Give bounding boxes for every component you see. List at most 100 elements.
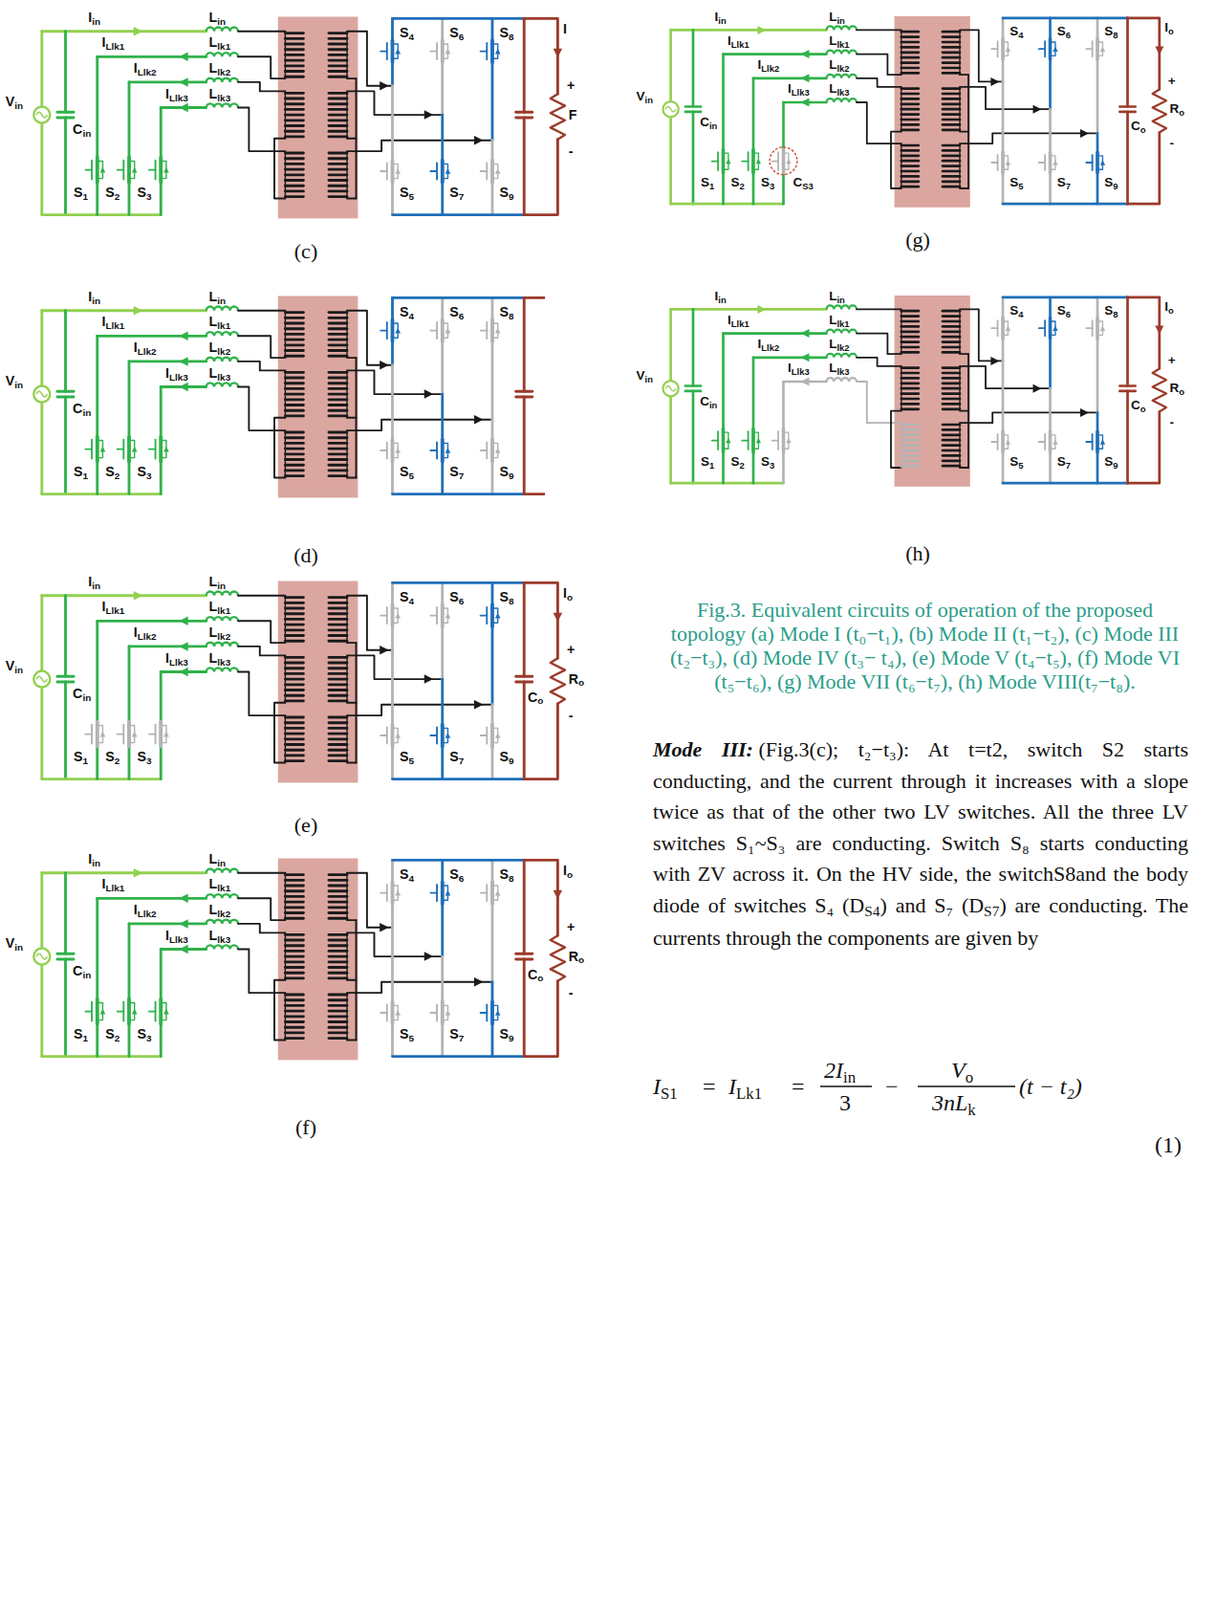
symbol-subscript: in	[709, 120, 717, 131]
winding-turn	[284, 900, 304, 904]
winding-turn	[942, 164, 960, 168]
symbol-subscript: in	[82, 692, 91, 703]
secondary-wire	[347, 978, 357, 981]
component-label: S2	[105, 749, 120, 765]
winding-turn	[901, 45, 919, 49]
winding-turn	[284, 1009, 304, 1013]
current-arrow	[178, 667, 189, 677]
primary-wire	[238, 335, 285, 358]
winding-turn	[901, 443, 919, 447]
symbol-subscript: in	[836, 294, 845, 305]
winding-turn	[328, 884, 348, 888]
winding-turn	[328, 403, 348, 407]
capacitor-plate	[516, 680, 533, 684]
winding-turn	[328, 53, 348, 57]
mosfet-symbol	[380, 319, 401, 342]
winding-turn	[328, 916, 348, 920]
winding-turn	[328, 694, 348, 697]
leakage-branch	[129, 80, 207, 84]
winding-turn	[284, 47, 304, 51]
winding-turn	[284, 716, 304, 719]
symbol-main: L	[209, 927, 218, 943]
component-label: ILlk3	[165, 366, 189, 382]
symbol-main: I	[563, 862, 567, 878]
secondary-wire	[959, 187, 969, 190]
inductor-symbol	[206, 103, 239, 108]
winding-turn	[284, 623, 304, 627]
symbol-main: I	[727, 33, 732, 48]
winding-turn	[328, 971, 348, 975]
symbol-main: I	[87, 288, 92, 304]
mosfet-symbol	[149, 157, 170, 183]
winding-turn	[284, 43, 304, 46]
output-wire	[522, 117, 526, 216]
winding-turn	[328, 959, 348, 963]
winding-turn	[942, 92, 960, 96]
gate-lead	[772, 160, 779, 163]
symbol-subscript: o	[578, 954, 585, 965]
output-wire	[522, 18, 526, 112]
equation-term: Vo	[951, 1056, 974, 1086]
symbol-main: C	[1130, 118, 1141, 133]
gate-lead	[480, 734, 488, 737]
winding-turn	[284, 413, 304, 417]
winding-turn	[901, 428, 919, 432]
symbol-main: I	[102, 875, 107, 891]
winding-turn	[284, 75, 304, 79]
symbol-subscript: 4	[409, 595, 415, 607]
winding-turn	[901, 159, 919, 163]
primary-wire	[238, 108, 285, 152]
bridge-leg	[1048, 388, 1052, 483]
winding-turn	[284, 189, 304, 193]
component-label: Llk2	[828, 58, 849, 73]
primary-wire	[890, 411, 902, 468]
winding-turn	[942, 159, 960, 163]
symbol-main: S	[1104, 303, 1113, 318]
winding-turn	[942, 391, 960, 395]
symbol-main: I	[133, 339, 138, 355]
winding-turn	[328, 955, 348, 958]
winding-turn	[284, 326, 304, 330]
bridge-leg	[440, 955, 444, 1057]
winding-turn	[284, 97, 304, 101]
body-diode-head	[100, 446, 107, 453]
winding-turn	[284, 993, 304, 997]
mosfet-symbol	[380, 40, 401, 63]
subfigure-tag: (c)	[294, 238, 318, 264]
body-diode-head	[445, 168, 452, 174]
component-label: S8	[1104, 24, 1118, 40]
current-arrow	[474, 135, 484, 146]
winding-turn	[284, 1020, 304, 1023]
winding-turn	[284, 894, 304, 898]
symbol-subscript: in	[82, 128, 91, 139]
secondary-wire	[959, 29, 1003, 82]
symbol-subscript: 3	[769, 180, 775, 192]
winding-turn	[942, 118, 960, 122]
symbol-main: I	[133, 901, 138, 917]
winding-turn	[284, 607, 304, 610]
symbol-main: L	[828, 81, 837, 96]
symbol-subscript: 6	[1065, 308, 1071, 320]
bridge-leg	[1048, 297, 1052, 389]
component-label: Llk2	[209, 625, 232, 641]
symbol-subscript: 8	[508, 595, 515, 607]
symbol-subscript: 5	[409, 191, 415, 202]
symbol-main: L	[828, 33, 837, 48]
symbol-subscript: S1	[660, 1084, 678, 1103]
bridge-leg	[1096, 297, 1100, 413]
symbol-main: S	[449, 184, 459, 200]
winding-turn	[284, 998, 304, 1001]
symbol-main: I	[102, 313, 107, 329]
winding-turn	[901, 153, 919, 157]
secondary-wire	[347, 90, 443, 115]
winding-turn	[284, 933, 304, 936]
subfigure-tag: (e)	[294, 812, 318, 838]
winding-turn	[942, 56, 960, 60]
winding-turn	[284, 1014, 304, 1018]
secondary-wire	[347, 761, 357, 764]
leakage-branch	[97, 896, 207, 900]
leakage-branch	[753, 355, 827, 359]
transformer-core	[278, 296, 359, 499]
source-wire	[40, 964, 44, 1057]
dc-bus	[392, 581, 525, 585]
